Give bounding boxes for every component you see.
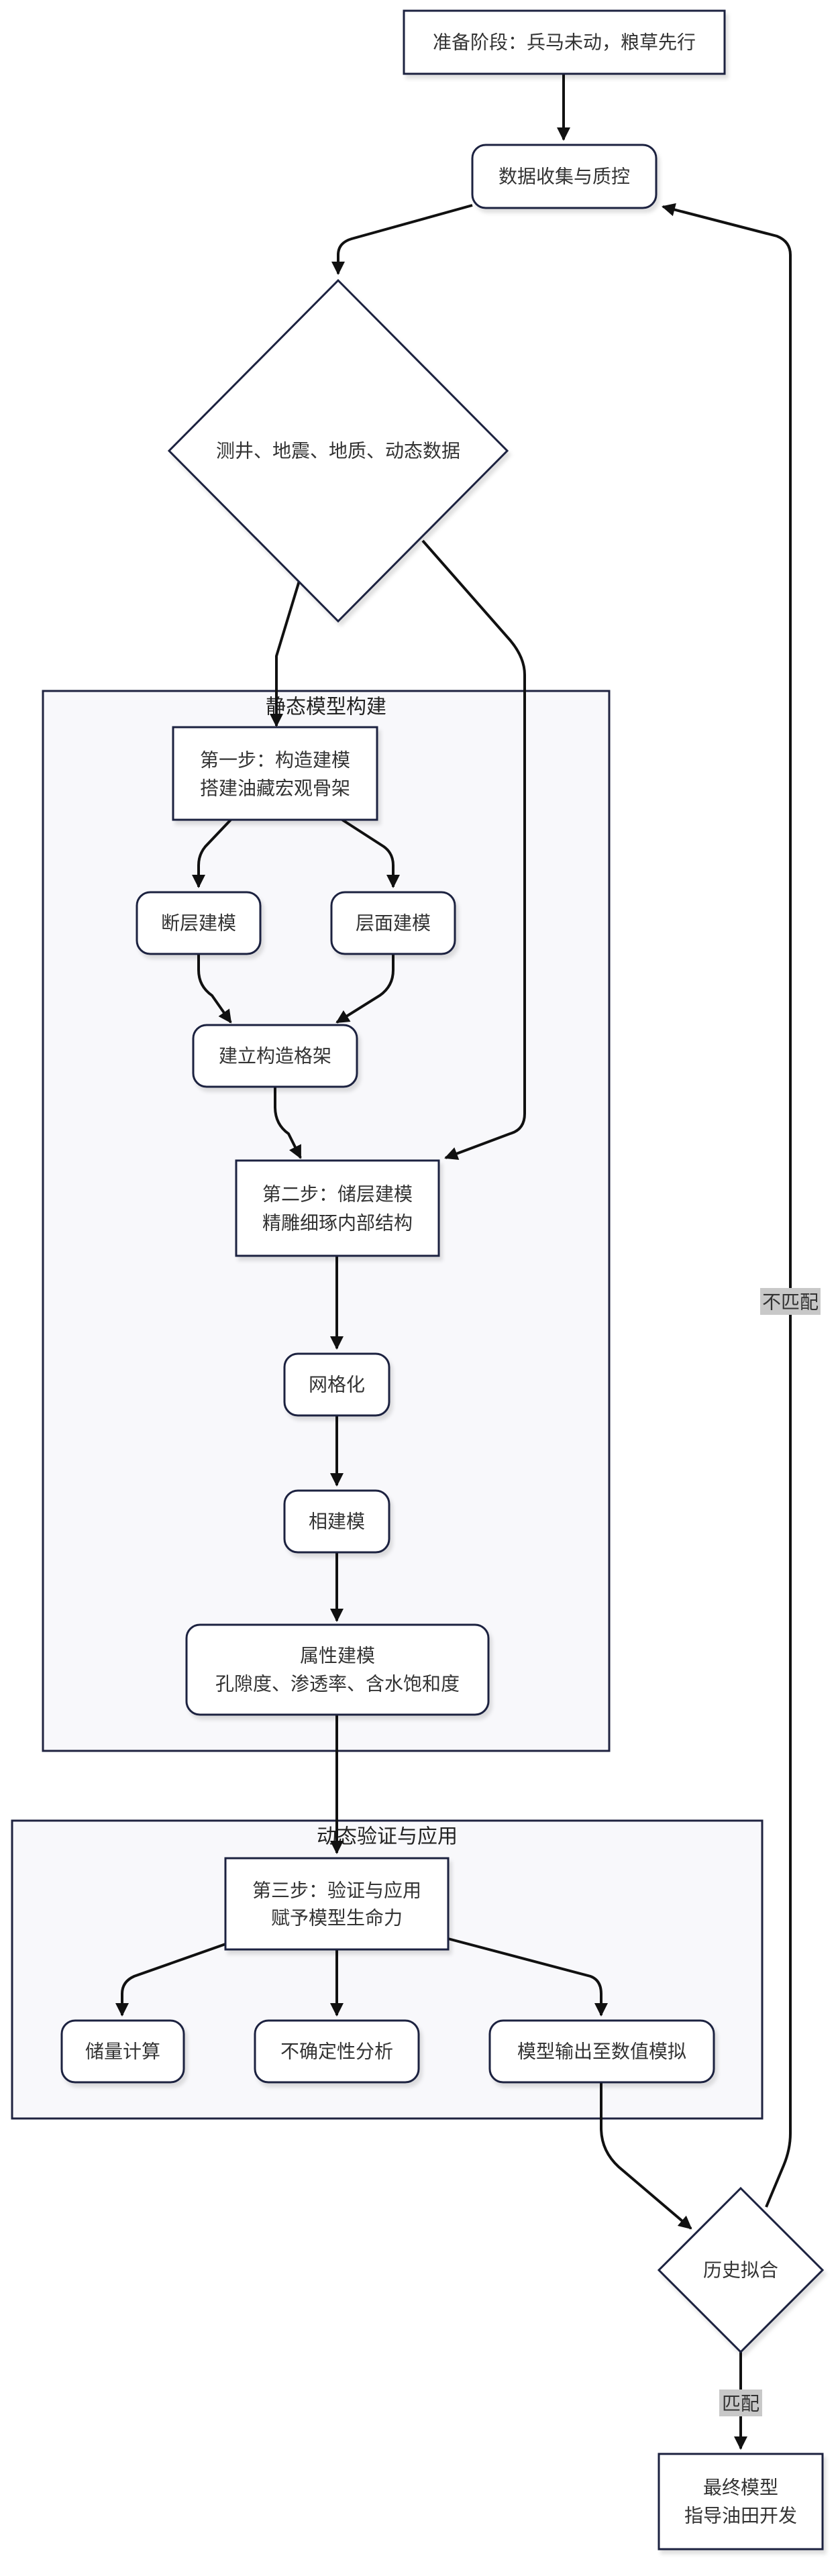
node-property-line2: 孔隙度、渗透率、含水饱和度: [215, 1673, 460, 1695]
node-fault-label: 断层建模: [161, 912, 236, 934]
node-export-label: 模型输出至数值模拟: [517, 2041, 686, 2063]
node-step3-line2: 赋予模型生命力: [271, 1907, 403, 1929]
edge-types-to-step1: [270, 580, 301, 727]
node-prep[interactable]: 准备阶段：兵马未动，粮草先行: [403, 9, 726, 75]
node-data-types-label: 测井、地震、地质、动态数据: [216, 440, 460, 462]
node-step3[interactable]: 第三步：验证与应用 赋予模型生命力: [224, 1857, 450, 1951]
edge-types-to-step2: [421, 539, 526, 1161]
node-data-types[interactable]: 测井、地震、地质、动态数据: [167, 278, 509, 623]
node-uncertainty-analysis[interactable]: 不确定性分析: [254, 2019, 420, 2084]
node-step1-line1: 第一步：构造建模: [200, 749, 350, 771]
node-history-matching[interactable]: 历史拟合: [657, 2186, 825, 2354]
edge-step1-to-horizon: [341, 818, 400, 888]
edge-label-mismatch-text: 不匹配: [762, 1291, 819, 1313]
node-final-line1: 最终模型: [703, 2477, 778, 2499]
edges: [115, 74, 792, 2450]
node-property-line1: 属性建模: [300, 1645, 375, 1667]
node-reserves-label: 储量计算: [85, 2041, 160, 2063]
node-data-collection-label: 数据收集与质控: [498, 166, 630, 188]
node-final-model[interactable]: 最终模型 指导油田开发: [658, 2453, 824, 2551]
node-facies-modeling[interactable]: 相建模: [283, 1489, 390, 1554]
node-uncertainty-label: 不确定性分析: [280, 2041, 393, 2063]
node-horizon-label: 层面建模: [356, 912, 431, 934]
node-facies-label: 相建模: [309, 1511, 365, 1533]
node-step2-line2: 精雕细琢内部结构: [262, 1212, 413, 1234]
edge-horizon-to-framework: [335, 954, 395, 1024]
node-step3-line1: 第三步：验证与应用: [252, 1880, 421, 1902]
edge-label-mismatch: 不匹配: [760, 1288, 821, 1315]
node-property-modeling[interactable]: 属性建模 孔隙度、渗透率、含水饱和度: [185, 1623, 490, 1716]
edge-step1-to-fault: [192, 818, 232, 888]
node-export-simulation[interactable]: 模型输出至数值模拟: [488, 2019, 715, 2084]
cluster-static-label: 静态模型构建: [266, 696, 386, 719]
edge-step3-to-reserves: [115, 1943, 226, 2017]
edge-step3-to-export: [448, 1937, 608, 2017]
edge-fault-to-framework: [197, 954, 232, 1024]
node-fault-modeling[interactable]: 断层建模: [136, 891, 262, 955]
edge-framework-to-step2: [274, 1087, 302, 1159]
edge-history-to-data-mismatch: [662, 203, 792, 2208]
edge-data-to-types: [331, 204, 473, 275]
node-prep-label: 准备阶段：兵马未动，粮草先行: [433, 32, 696, 54]
node-gridding-label: 网格化: [309, 1374, 365, 1396]
node-step2-line1: 第二步：储层建模: [262, 1183, 413, 1205]
node-data-collection[interactable]: 数据收集与质控: [471, 144, 658, 209]
edge-export-to-history: [600, 2082, 692, 2230]
node-structural-framework[interactable]: 建立构造格架: [192, 1024, 358, 1088]
edge-label-match: 匹配: [719, 2390, 762, 2416]
node-history-label: 历史拟合: [703, 2259, 778, 2282]
node-horizon-modeling[interactable]: 层面建模: [330, 891, 456, 955]
node-framework-label: 建立构造格架: [219, 1045, 331, 1067]
node-gridding[interactable]: 网格化: [283, 1352, 390, 1417]
edge-label-match-text: 匹配: [722, 2393, 759, 2415]
node-reserves-calculation[interactable]: 储量计算: [60, 2019, 185, 2084]
node-step1[interactable]: 第一步：构造建模 搭建油藏宏观骨架: [172, 726, 378, 821]
node-final-line2: 指导油田开发: [684, 2505, 797, 2527]
node-step1-line2: 搭建油藏宏观骨架: [200, 777, 350, 800]
node-step2[interactable]: 第二步：储层建模 精雕细琢内部结构: [235, 1159, 440, 1257]
